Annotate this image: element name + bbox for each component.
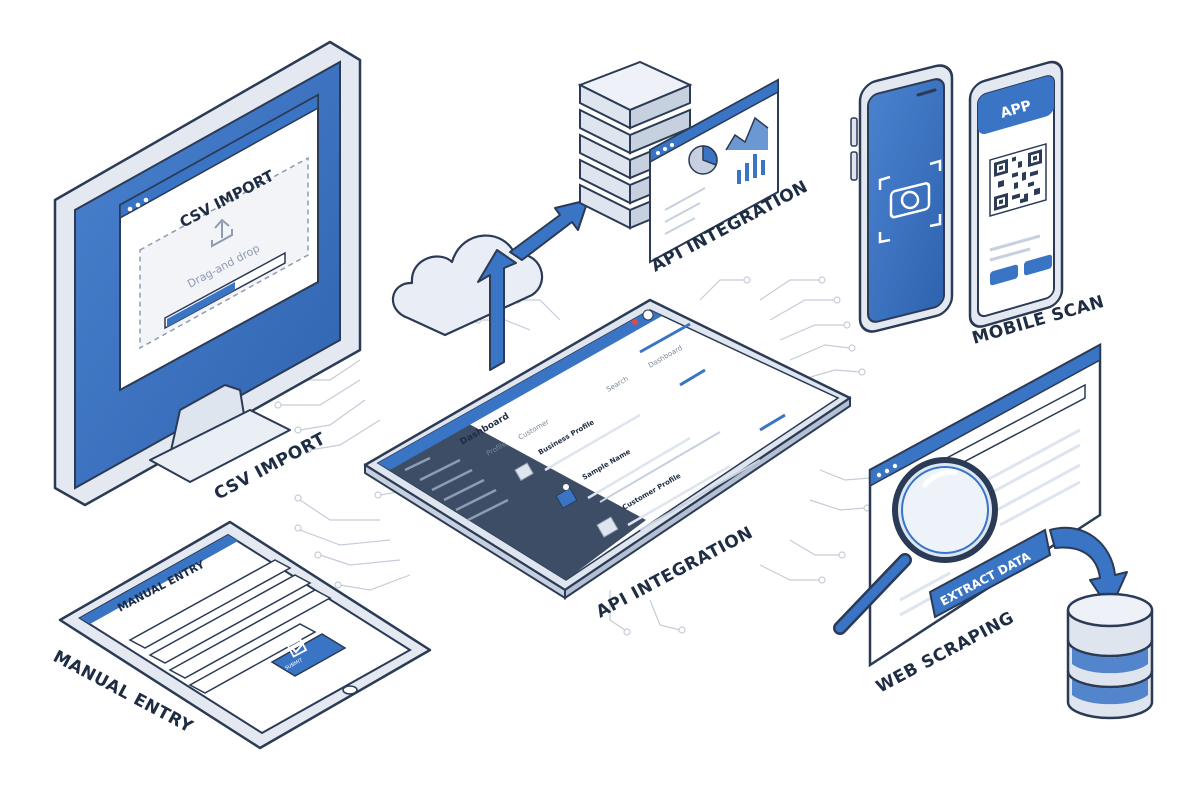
upload-arrow-icon: [477, 199, 589, 371]
entry-field-1[interactable]: [128, 559, 292, 649]
notification-icon[interactable]: [632, 319, 638, 325]
analytics-window: [649, 78, 779, 264]
home-button[interactable]: [342, 685, 358, 695]
tablet: MANUAL ENTRY SUBMIT: [58, 520, 432, 750]
database-icon: [1066, 592, 1154, 720]
camera-icon: [878, 159, 942, 244]
app-button-right[interactable]: [1024, 254, 1052, 276]
dashboard-topbar: [378, 310, 662, 470]
dashboard-sidebar: [378, 418, 646, 580]
app-button-left[interactable]: [990, 264, 1018, 286]
dashboard-device: Dashboard Profile Customer Search Dashbo…: [363, 298, 852, 600]
phone-camera: [850, 64, 954, 333]
desktop-monitor: CSV IMPORT Drag-and drop: [53, 40, 362, 507]
bar-chart-icon: [737, 154, 765, 184]
curved-arrow-icon: [1049, 526, 1128, 611]
area-chart-icon: [725, 116, 769, 151]
entry-field-2[interactable]: [148, 574, 312, 664]
avatar[interactable]: [642, 309, 654, 321]
circuit-lines: [274, 276, 876, 636]
phone-app: APP: [968, 60, 1064, 328]
pie-chart-icon: [688, 145, 718, 175]
entry-field-4[interactable]: [188, 623, 317, 694]
submit-button[interactable]: SUBMIT: [270, 633, 347, 677]
entry-field-3[interactable]: [168, 589, 332, 679]
upload-icon: [211, 218, 233, 248]
profile-avatar-icon: [555, 484, 578, 509]
magnifying-glass-icon: [833, 457, 998, 635]
qr-code-icon: [989, 142, 1047, 217]
sidebar-items: [404, 456, 509, 522]
